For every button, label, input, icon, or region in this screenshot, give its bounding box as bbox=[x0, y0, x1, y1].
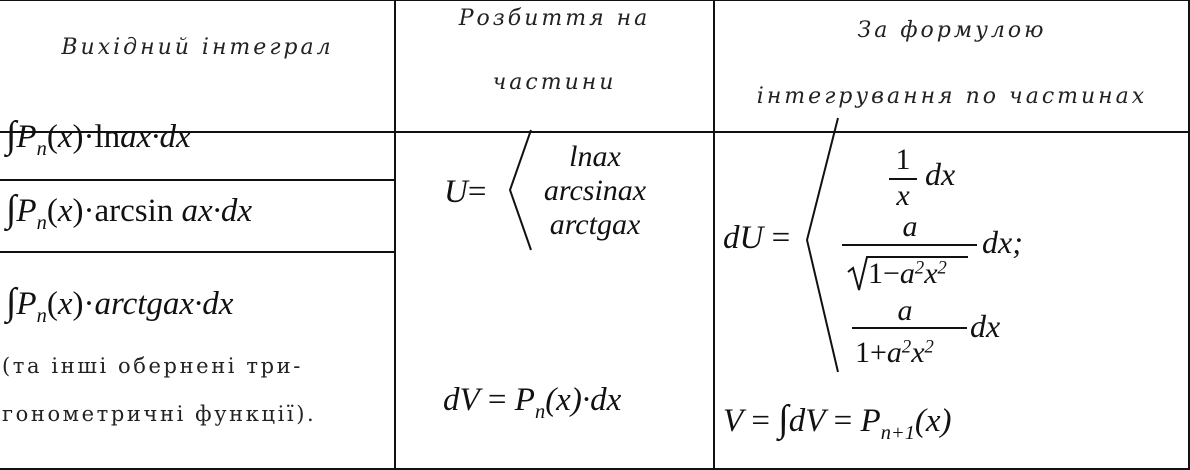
integral-arctg: ∫Pn(x)·arctgax·dx bbox=[6, 281, 234, 327]
frac3-denominator: 1+a2x2 bbox=[855, 336, 934, 369]
frac3-numerator: a bbox=[897, 294, 913, 327]
integral-arcsin: ∫Pn(x)·arcsin ax·dx bbox=[6, 188, 253, 234]
frac1-denominator: x bbox=[896, 179, 910, 212]
note-line1: (та інші обернені три- bbox=[2, 354, 303, 378]
frac2-tail: dx; bbox=[982, 224, 1023, 260]
frac3-tail: dx bbox=[970, 308, 1001, 344]
v-formula: V = ∫dV = Pn+1(x) bbox=[723, 398, 952, 444]
frac2-denominator: 1−a2x2 bbox=[868, 257, 947, 290]
frac2-numerator: a bbox=[902, 210, 918, 243]
header-split-line1: Розбиття на bbox=[458, 6, 651, 31]
frac3-bar bbox=[852, 327, 967, 329]
du-label: dU = bbox=[723, 220, 791, 256]
u-option-arcsinax: arcsinax bbox=[543, 174, 647, 207]
u-label: U= bbox=[444, 174, 487, 210]
header-formula-line1: За формулою bbox=[857, 18, 1047, 43]
note-line2: гонометричні функції). bbox=[2, 402, 317, 426]
frac1-bar bbox=[889, 178, 917, 180]
frac1-tail: dx bbox=[925, 156, 956, 192]
header-source-integral: Вихідний інтеграл bbox=[61, 35, 334, 60]
header-formula-line2: інтегрування по частинах bbox=[756, 84, 1148, 109]
header-split-line2: частини bbox=[492, 70, 617, 95]
frac2-bar bbox=[842, 244, 977, 246]
u-option-arctgax: arctgax bbox=[549, 208, 641, 241]
u-option-lnax: lnax bbox=[569, 140, 621, 173]
integral-ln: ∫Pn(x)·lnax·dx bbox=[6, 114, 191, 160]
frac1-numerator: 1 bbox=[895, 143, 911, 176]
dv-formula: dV = Pn(x)·dx bbox=[443, 382, 622, 423]
